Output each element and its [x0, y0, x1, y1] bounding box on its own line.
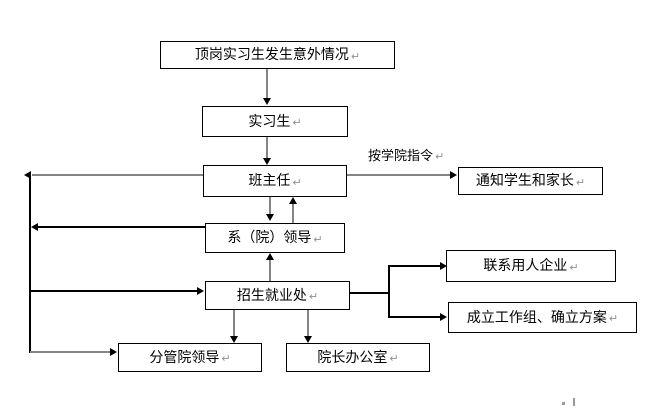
node-intern: 实习生↵: [202, 106, 348, 137]
node-dean-office: 院长办公室↵: [286, 343, 430, 372]
node-accident-label: 顶岗实习生发生意外情况: [194, 47, 349, 63]
paragraph-mark: ↵: [221, 352, 231, 365]
connector-left-channel: [29, 173, 31, 353]
arrowhead-down-icon: [263, 98, 271, 105]
paragraph-mark: ↵: [292, 116, 302, 129]
arrowhead-left-icon: [24, 171, 31, 179]
arrowhead-left-icon: [31, 223, 38, 231]
arrowhead-right-icon: [450, 171, 457, 179]
paragraph-mark: ↵: [308, 290, 319, 303]
node-intern-label: 实习生: [248, 113, 291, 130]
page-artifact-dot: [562, 402, 565, 405]
arrowhead-down-icon: [304, 336, 312, 343]
paragraph-mark: ↵: [435, 150, 445, 163]
node-dean-office-label: 院长办公室: [317, 349, 388, 366]
node-notify-students-parents: 通知学生和家长↵: [458, 167, 603, 195]
connector-admissions-vice: [233, 309, 235, 336]
connector-dept-left: [38, 226, 205, 228]
connector-left-admissions: [30, 290, 197, 292]
connector-branch-workgroup: [388, 316, 440, 318]
node-class-teacher-label: 班主任: [248, 173, 291, 189]
paragraph-mark: ↵: [608, 312, 619, 325]
node-dept-college-leaders-label: 系（院）领导: [227, 230, 312, 246]
node-contact-employer: 联系用人企业↵: [446, 250, 616, 282]
arrowhead-down-icon: [230, 336, 238, 343]
connector-accident-intern: [266, 69, 268, 98]
connector-dept-teacher-up: [292, 204, 294, 223]
node-notify-students-parents-label: 通知学生和家长: [475, 173, 574, 189]
node-contact-employer-label: 联系用人企业: [483, 258, 568, 274]
node-admissions-employment-office: 招生就业处↵: [205, 281, 350, 310]
arrowhead-up-icon: [266, 253, 274, 260]
arrowhead-up-icon: [289, 197, 297, 204]
paragraph-mark: ↵: [569, 260, 579, 274]
node-workgroup-plan: 成立工作组、确立方案↵: [448, 302, 637, 333]
paragraph-mark: ↵: [292, 175, 302, 189]
connector-left-vice: [30, 351, 110, 353]
paragraph-mark: ↵: [350, 49, 361, 63]
connector-branch-employer: [388, 265, 440, 267]
node-dept-college-leaders: 系（院）领导↵: [205, 223, 345, 253]
node-admissions-employment-office-label: 招生就业处: [236, 287, 307, 304]
edge-label-college-order: 按学院指令↵: [368, 149, 445, 164]
paragraph-mark: ↵: [575, 175, 586, 189]
node-vice-president: 分管院领导↵: [118, 343, 262, 372]
arrowhead-down-icon: [263, 158, 271, 165]
arrowhead-right-icon: [440, 313, 447, 321]
connector-teacher-left: [32, 174, 203, 176]
paragraph-mark: ↵: [313, 232, 323, 246]
connector-teacher-notify: [347, 174, 450, 176]
paragraph-mark: ↵: [389, 352, 399, 365]
arrowhead-right-icon: [110, 348, 117, 356]
connector-admissions-deanoffice: [307, 309, 309, 336]
connector-admissions-dept-up: [269, 260, 271, 281]
node-class-teacher: 班主任↵: [203, 165, 347, 197]
connector-admissions-branch: [350, 292, 389, 294]
arrowhead-right-icon: [197, 287, 204, 295]
node-accident: 顶岗实习生发生意外情况↵: [160, 41, 395, 69]
page-artifact-bar: [573, 398, 575, 406]
arrowhead-down-icon: [266, 214, 274, 221]
connector-intern-teacher: [266, 137, 268, 158]
node-workgroup-plan-label: 成立工作组、确立方案: [466, 309, 607, 326]
connector-branch-vertical: [388, 265, 390, 317]
arrowhead-right-icon: [440, 262, 447, 270]
connector-teacher-dept-down: [269, 197, 271, 214]
node-vice-president-label: 分管院领导: [149, 349, 220, 366]
